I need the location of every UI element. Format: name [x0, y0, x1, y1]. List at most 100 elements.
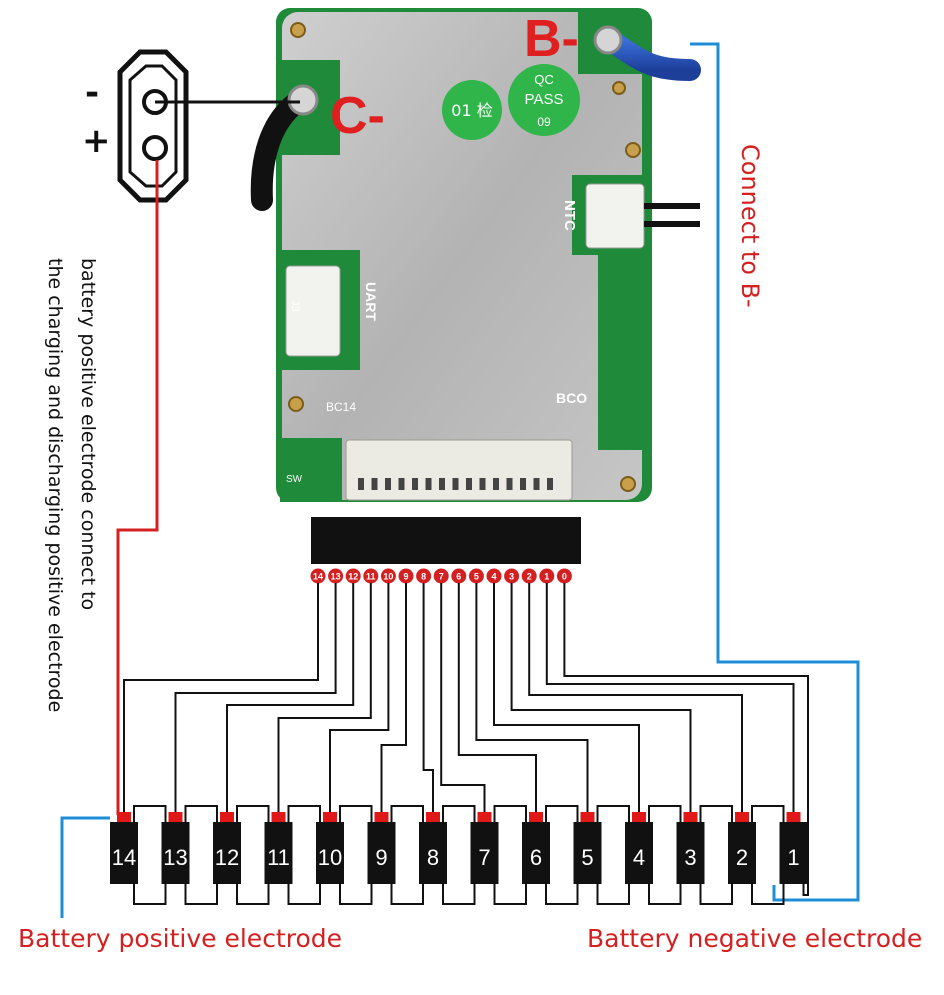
pin-marker-4	[486, 568, 502, 584]
battery-cell-5	[573, 822, 602, 884]
series-link-top	[699, 805, 733, 822]
pin-label-9: 9	[403, 572, 408, 582]
series-link-bottom	[390, 884, 424, 905]
bms-board: QC PASS 09 01 检 NTC UART J3 BC14 BCO SW	[250, 8, 701, 502]
pin-marker-1	[539, 568, 555, 584]
series-link-bottom	[493, 884, 527, 905]
pin-label-14: 14	[313, 572, 323, 582]
left-annotation-line2: the charging and discharging positive el…	[44, 258, 66, 713]
cell-terminal-5	[580, 812, 595, 822]
qc-sticker: QC PASS 09	[508, 64, 580, 136]
inspection-sticker: 01 检	[442, 80, 502, 140]
cell-terminal-3	[683, 812, 698, 822]
pin-marker-6	[451, 568, 467, 584]
battery-cell-6	[522, 822, 550, 884]
balance-wire-4	[493, 583, 640, 812]
screw-hole	[612, 81, 626, 95]
series-link-top	[751, 805, 785, 822]
cell-terminal-6	[529, 812, 543, 822]
balance-connector-board	[345, 439, 573, 501]
series-link-bottom	[648, 884, 682, 905]
balance-wire-8	[422, 583, 434, 812]
board-connector-pin	[520, 478, 526, 490]
pin-label-12: 12	[348, 572, 358, 582]
battery-cell-9	[367, 822, 396, 884]
pcb-cutout-bottom-left	[280, 438, 342, 502]
cell-label-11: 11	[267, 845, 290, 870]
screw-hole	[625, 142, 641, 158]
battery-cell-2	[728, 822, 756, 884]
cell-label-8: 8	[427, 845, 439, 870]
battery-cell-11	[264, 822, 293, 884]
battery-cell-14	[110, 822, 138, 884]
board-connector-pin	[452, 478, 459, 490]
silkscreen-ntc: NTC	[561, 200, 578, 231]
cell-label-14: 14	[112, 845, 136, 870]
balance-connector-pins	[358, 478, 553, 490]
series-link-top	[184, 805, 218, 822]
ntc-connector	[585, 183, 645, 249]
battery-cell-12	[213, 822, 241, 884]
board-connector-pin	[439, 478, 445, 490]
b-minus-label: B-	[524, 10, 579, 68]
pin-label-10: 10	[383, 572, 393, 582]
pin-marker-3	[504, 568, 520, 584]
silkscreen-j3: J3	[289, 300, 301, 312]
silkscreen-bc0: BCO	[556, 390, 587, 406]
board-connector-pin	[466, 478, 472, 490]
board-connector-pin	[358, 478, 364, 490]
pin-marker-7	[433, 568, 449, 584]
board-connector-pin	[385, 478, 391, 490]
battery-cell-1	[779, 822, 808, 884]
cell-label-4: 4	[633, 845, 645, 870]
cell-terminal-8	[426, 812, 440, 822]
balance-wire-10	[329, 583, 390, 812]
pcb-cutout-right	[598, 255, 650, 450]
battery-positive-label: Battery positive electrode	[18, 924, 343, 953]
pin-label-3: 3	[509, 572, 514, 582]
port-plus-sign: +	[82, 121, 111, 161]
cell-series-links	[133, 583, 809, 905]
uart-connector	[285, 265, 341, 357]
cell-terminal-7	[477, 812, 492, 822]
b-minus-terminal	[593, 25, 623, 55]
positive-red-wire	[116, 160, 159, 815]
balance-wires	[123, 583, 795, 812]
pin-marker-0	[556, 568, 572, 584]
cell-label-6: 6	[530, 845, 542, 870]
charge-discharge-port	[117, 49, 189, 203]
cell-terminal-4	[632, 812, 646, 822]
series-link-top	[339, 805, 373, 822]
cell-label-3: 3	[684, 845, 696, 870]
ntc-wire	[644, 203, 700, 227]
silkscreen-bc14: BC14	[326, 400, 356, 414]
cell-label-7: 7	[478, 845, 490, 870]
series-link-top	[287, 805, 321, 822]
cell-terminal-12	[220, 812, 234, 822]
series-link-bottom	[442, 884, 476, 905]
pin-marker-9	[398, 568, 414, 584]
balance-wire-6	[457, 583, 537, 812]
board-connector-pin	[493, 478, 499, 490]
balance-wire-2	[528, 583, 743, 812]
series-link-bottom	[133, 884, 167, 905]
pin-label-2: 2	[527, 572, 532, 582]
balance-wire-5	[475, 583, 589, 812]
series-link-top	[390, 805, 424, 822]
cell-label-2: 2	[736, 845, 748, 870]
screw-hole	[288, 396, 304, 412]
board-connector-pin	[533, 478, 540, 490]
balance-wire-0	[563, 583, 809, 896]
balance-harness	[311, 517, 581, 564]
c-minus-terminal	[287, 84, 319, 116]
port-minus-sign: -	[85, 73, 99, 113]
series-link-bottom	[184, 884, 218, 905]
cell-terminal-14	[117, 812, 131, 822]
board-connector-pin	[479, 478, 486, 490]
pin-label-6: 6	[456, 572, 461, 582]
pin-label-8: 8	[421, 572, 426, 582]
series-link-bottom	[545, 884, 579, 905]
balance-wire-3	[510, 583, 692, 812]
